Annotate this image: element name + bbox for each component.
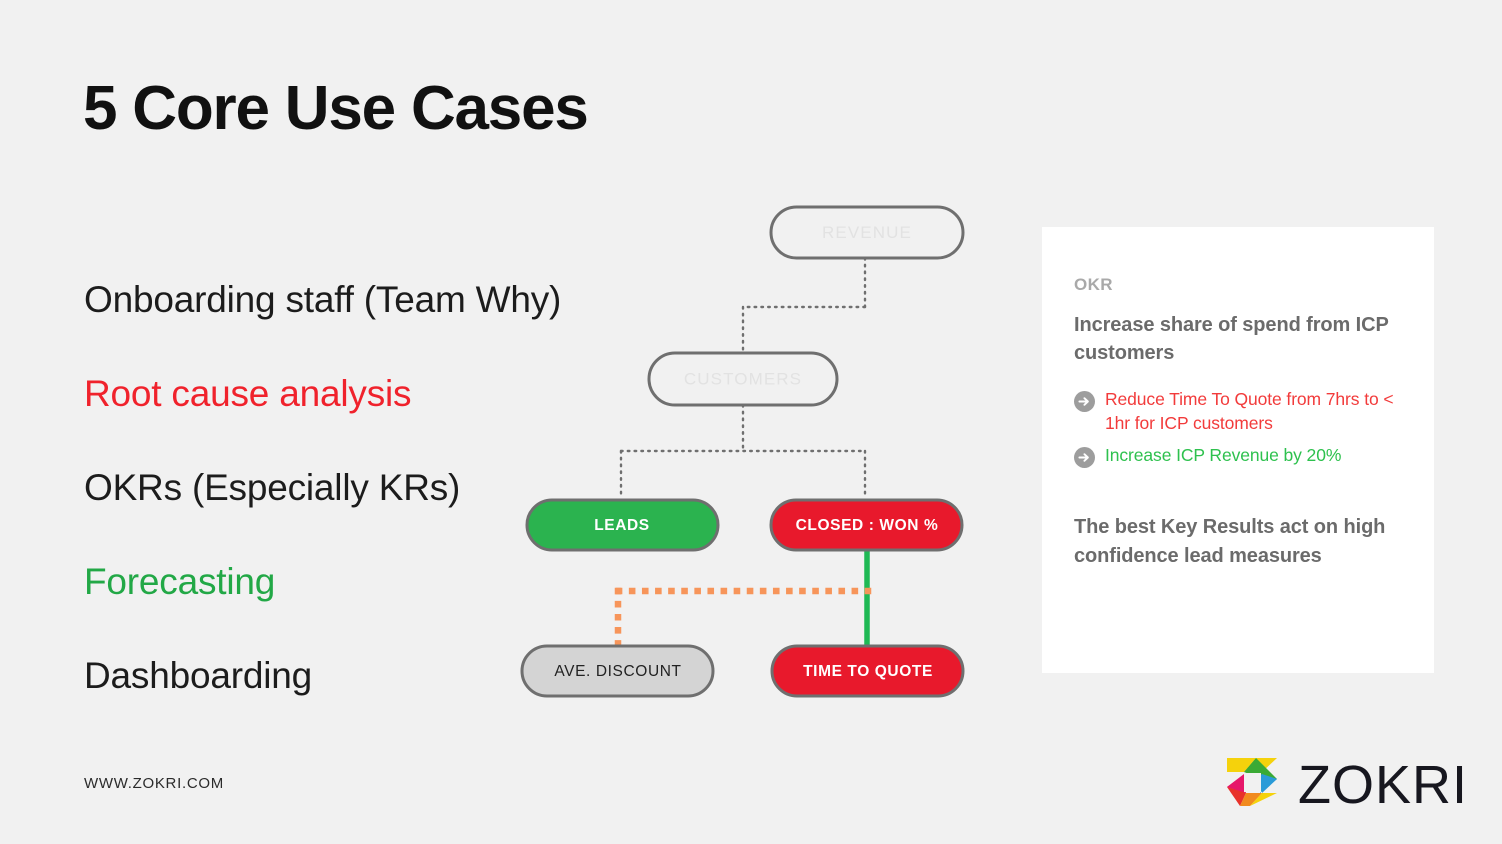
key-result-text: Reduce Time To Quote from 7hrs to < 1hr … — [1105, 388, 1394, 433]
key-result-row: Reduce Time To Quote from 7hrs to < 1hr … — [1074, 388, 1402, 436]
okr-card-eyebrow: OKR — [1074, 275, 1113, 294]
node-closed-won-label: CLOSED : WON % — [796, 517, 939, 534]
use-case-list: Onboarding staff (Team Why) Root cause a… — [84, 252, 684, 722]
key-result-text: Increase ICP Revenue by 20% — [1105, 444, 1342, 465]
node-time-to-quote: TIME TO QUOTE — [770, 644, 965, 698]
node-leads: LEADS — [525, 498, 720, 552]
connector-revenue-customers — [741, 256, 867, 355]
okr-footnote-text: The best Key Results act on high confide… — [1074, 515, 1386, 567]
key-result-row: Increase ICP Revenue by 20% — [1074, 444, 1402, 468]
use-case-item-4: Forecasting — [84, 534, 684, 628]
use-case-item-5: Dashboarding — [84, 628, 684, 722]
use-case-item-3: OKRs (Especially KRs) — [84, 440, 684, 534]
footer-website-url: WWW.ZOKRI.COM — [84, 775, 224, 792]
use-case-label: Forecasting — [84, 560, 276, 602]
node-customers: CUSTOMERS — [647, 351, 839, 407]
node-ave-discount: AVE. DISCOUNT — [520, 644, 715, 698]
okr-key-results-list: Reduce Time To Quote from 7hrs to < 1hr … — [1074, 388, 1402, 468]
brand-wordmark: ZOKRI — [1298, 754, 1469, 815]
use-case-label: OKRs (Especially KRs) — [84, 466, 461, 508]
page-title: 5 Core Use Cases — [83, 74, 589, 143]
arrow-right-circle-icon — [1074, 446, 1095, 468]
node-ave-discount-label: AVE. DISCOUNT — [554, 663, 681, 680]
use-case-label: Dashboarding — [84, 654, 312, 696]
connector-closed-ave-discount — [614, 587, 872, 649]
zokri-logo-icon — [1222, 752, 1282, 817]
use-case-item-1: Onboarding staff (Team Why) — [84, 252, 684, 346]
use-case-label: Root cause analysis — [84, 372, 412, 414]
node-time-to-quote-label: TIME TO QUOTE — [803, 663, 933, 680]
arrow-right-circle-icon — [1074, 390, 1095, 412]
brand-logo: ZOKRI — [1222, 752, 1468, 817]
node-closed-won: CLOSED : WON % — [769, 498, 964, 552]
use-case-label: Onboarding staff (Team Why) — [84, 278, 562, 320]
node-leads-label: LEADS — [594, 517, 650, 534]
connector-customers-children — [619, 403, 867, 500]
metric-tree-diagram: REVENUE CUSTOMERS LEADS CLOSED : WON % A… — [500, 190, 1000, 710]
node-customers-label: CUSTOMERS — [684, 369, 802, 388]
okr-objective-text: Increase share of spend from ICP custome… — [1074, 314, 1389, 365]
use-case-item-2: Root cause analysis — [84, 346, 684, 440]
node-revenue-label: REVENUE — [822, 223, 912, 242]
okr-card: OKR Increase share of spend from ICP cus… — [1042, 227, 1434, 673]
node-revenue: REVENUE — [769, 205, 965, 260]
